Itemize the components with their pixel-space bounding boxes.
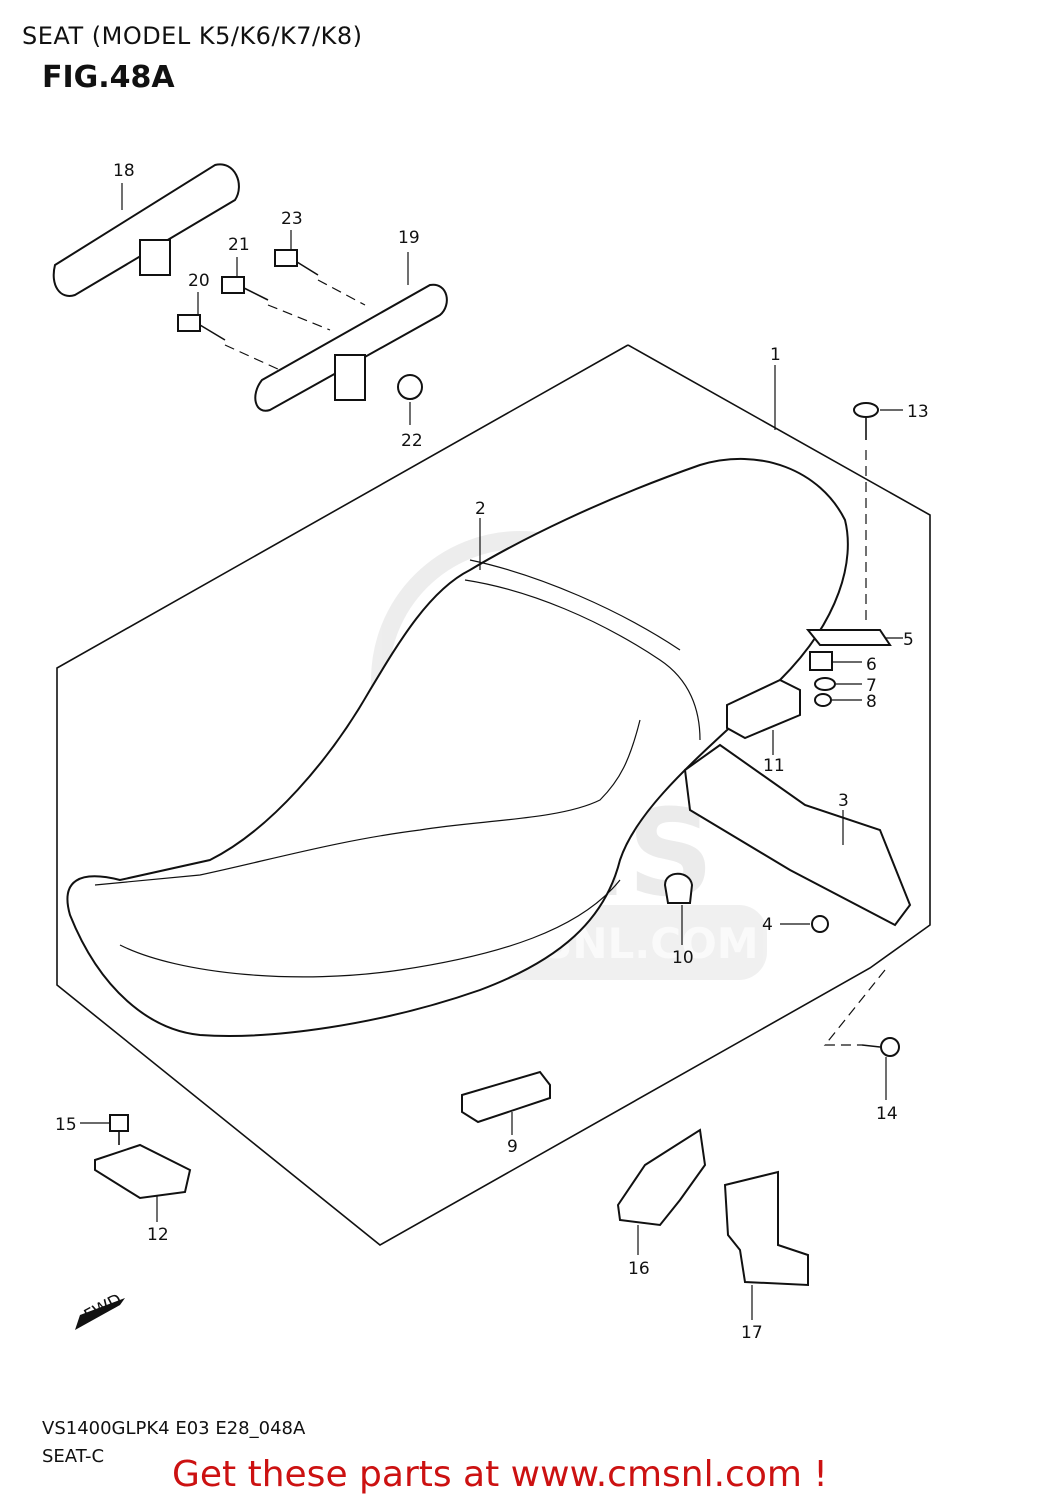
callout-2: 2 — [475, 499, 486, 519]
part-17-bracket — [723, 1170, 809, 1287]
part-5-clip — [805, 629, 892, 646]
forward-direction-arrow: FWD — [75, 1290, 125, 1330]
callout-5: 5 — [903, 630, 914, 650]
callout-9: 9 — [507, 1137, 518, 1157]
part-7-washer — [814, 677, 836, 691]
shop-link-banner[interactable]: Get these parts at www.cmsnl.com ! — [172, 1454, 828, 1495]
part-6-lock — [809, 651, 833, 671]
callout-3: 3 — [838, 791, 849, 811]
diagram-subcode: SEAT-C — [42, 1446, 105, 1467]
fwd-label: FWD — [81, 1290, 125, 1326]
part-22-nut — [397, 374, 423, 400]
callout-13: 13 — [907, 402, 929, 422]
part-21-bolt — [221, 276, 269, 301]
part-18-grab-rail — [52, 163, 240, 297]
callout-12: 12 — [147, 1225, 169, 1245]
callout-15: 15 — [55, 1115, 77, 1135]
part-8-nut — [814, 693, 832, 707]
assembly-boundary — [56, 344, 931, 1246]
leader-lines — [80, 183, 903, 1320]
part-4-nut — [811, 915, 829, 933]
diagram-code: VS1400GLPK4 E03 E28_048A — [42, 1418, 306, 1439]
part-12-plate — [94, 1143, 192, 1200]
callout-8: 8 — [866, 692, 877, 712]
callout-6: 6 — [866, 655, 877, 675]
callout-labels: 18 19 23 21 20 22 1 2 13 5 6 7 8 11 3 4 … — [55, 161, 929, 1343]
part-9-damper — [461, 1070, 551, 1124]
callout-1: 1 — [770, 345, 781, 365]
callout-21: 21 — [228, 235, 250, 255]
part-13-screw — [853, 402, 879, 440]
callout-17: 17 — [741, 1323, 763, 1343]
callout-7: 7 — [866, 676, 877, 696]
part-23-bolt — [274, 249, 319, 276]
callout-18: 18 — [113, 161, 135, 181]
figure-number: FIG.48A — [42, 60, 175, 95]
part-10-grommet — [663, 872, 694, 904]
diagram-header: SEAT (MODEL K5/K6/K7/K8) — [22, 22, 363, 50]
part-14-bolt — [861, 1037, 900, 1057]
part-15-bolt — [109, 1114, 129, 1145]
part-3-bracket — [683, 743, 912, 927]
callout-23: 23 — [281, 209, 303, 229]
callout-11: 11 — [763, 756, 785, 776]
part-11-cushion — [726, 678, 801, 740]
callout-16: 16 — [628, 1259, 650, 1279]
callout-14: 14 — [876, 1104, 898, 1124]
callout-4: 4 — [762, 915, 773, 935]
callout-10: 10 — [672, 948, 694, 968]
part-16-bracket — [616, 1128, 707, 1227]
callout-22: 22 — [401, 431, 423, 451]
callout-19: 19 — [398, 228, 420, 248]
part-19-bracket — [254, 283, 448, 412]
seat-cushion — [66, 457, 849, 1037]
callout-20: 20 — [188, 271, 210, 291]
part-20-bolt — [177, 314, 226, 341]
